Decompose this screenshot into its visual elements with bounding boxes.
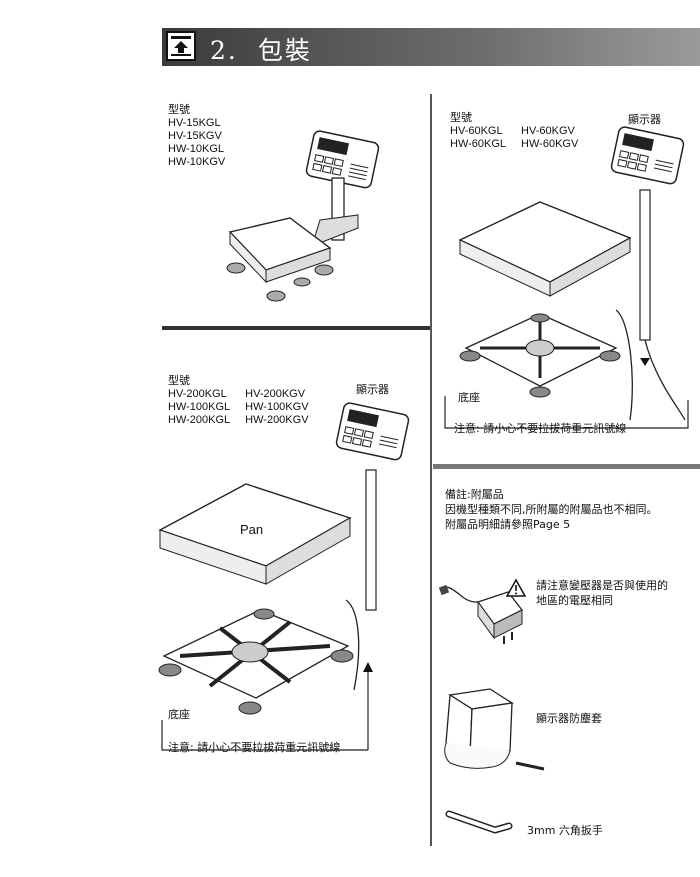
model-list: HV-60KGL HV-60KGV HW-60KGL HW-60KGV: [450, 125, 578, 151]
ac-adapter-illustration: [438, 584, 523, 644]
model-list: HV-200KGL HV-200KGV HW-100KGL HW-100KGV …: [168, 388, 309, 427]
wrench-label: 3mm 六角扳手: [527, 824, 603, 837]
cover-label: 顯示器防塵套: [536, 712, 602, 725]
caution-note: 注意: 請小心不要拉拔荷重元訊號線: [168, 741, 341, 754]
adapter-warning: 請注意變壓器是否與使用的: [536, 579, 668, 592]
model-item: HW-10KGL: [168, 143, 225, 155]
model-item: HW-200KGL: [168, 414, 231, 426]
model-item: HV-200KGV: [245, 388, 306, 400]
model-heading: 型號: [168, 374, 190, 387]
note-title: 備註:附屬品: [445, 488, 504, 501]
section-number: 2.: [210, 36, 238, 65]
model-item: HW-60KGL: [450, 138, 507, 150]
divider-left: [162, 326, 430, 330]
pan-label: Pan: [240, 522, 264, 537]
dust-cover-illustration: [444, 688, 545, 771]
note-line: 因機型種類不同,所附屬的附屬品也不相同。: [445, 503, 658, 516]
model-item: HV-200KGL: [168, 388, 227, 400]
model-item: HW-100KGV: [245, 401, 309, 413]
model-item: HV-15KGV: [168, 130, 222, 142]
section-title-text: 包裝: [257, 36, 312, 65]
model-item: HW-10KGV: [168, 156, 226, 168]
model-heading: 型號: [450, 111, 472, 124]
model-item: HV-60KGL: [450, 125, 503, 137]
model-item: HV-60KGV: [521, 125, 575, 137]
adapter-warning: 地區的電壓相同: [536, 594, 613, 607]
model-item: HV-15KGL: [168, 117, 221, 129]
divider-vertical: [430, 94, 432, 846]
scale-illustration-small: [226, 130, 380, 302]
warning-icon: [505, 578, 527, 597]
model-list: HV-15KGL HV-15KGV HW-10KGL HW-10KGV: [168, 117, 225, 169]
display-label: 顯示器: [356, 383, 389, 396]
model-item: HW-60KGV: [521, 138, 579, 150]
section-header-band: [162, 28, 700, 66]
divider-right: [433, 464, 700, 469]
section-title: 2. 包裝: [210, 31, 312, 67]
base-label: 底座: [458, 391, 480, 404]
scale-illustration-exploded: [444, 126, 689, 429]
base-label: 底座: [168, 708, 190, 721]
model-item: HW-100KGL: [168, 401, 231, 413]
hex-wrench-illustration: [445, 810, 513, 834]
caution-note: 注意: 請小心不要拉拔荷重元訊號線: [454, 422, 627, 435]
model-item: HW-200KGV: [245, 414, 309, 426]
display-label: 顯示器: [628, 113, 661, 126]
scale-illustration-large: [158, 402, 410, 751]
package-icon: [166, 31, 196, 61]
model-heading: 型號: [168, 103, 190, 116]
note-line: 附屬品明細請參照Page 5: [445, 518, 571, 531]
